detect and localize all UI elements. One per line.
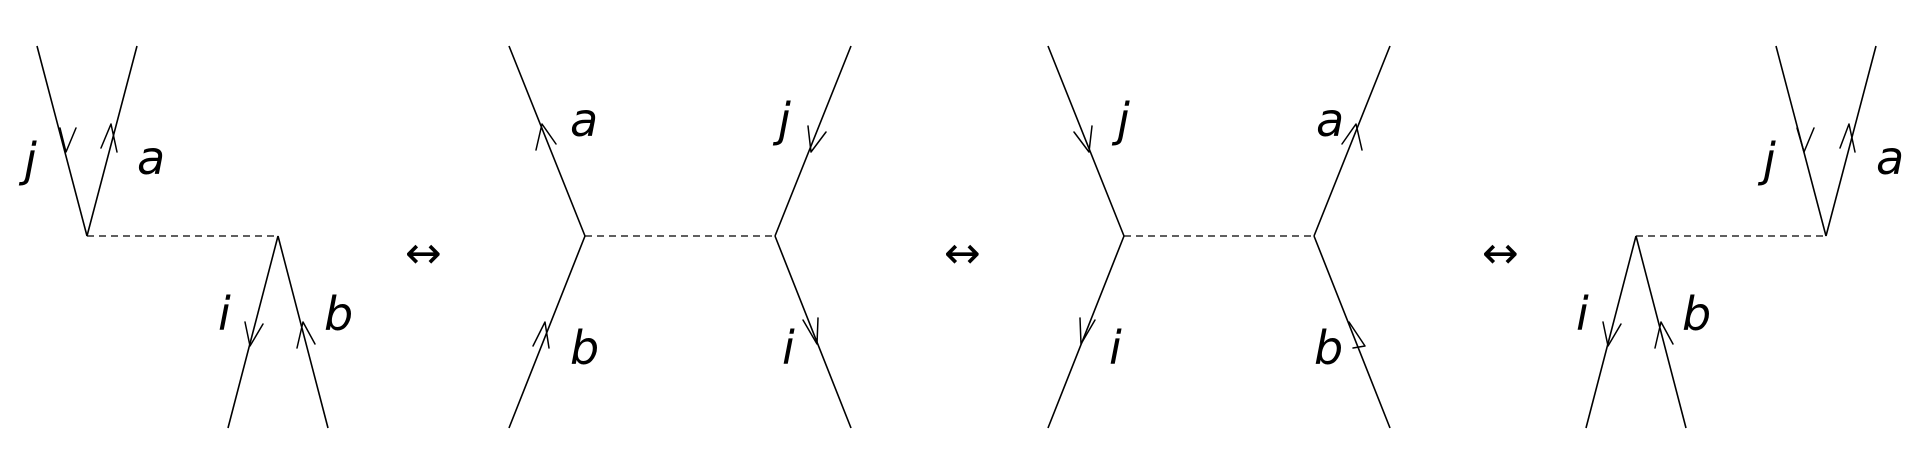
- d1-arrow-b: [296, 321, 316, 349]
- d2-arrow-a: [535, 123, 557, 151]
- d2-arrow-j: [807, 125, 827, 153]
- d4-line-i: [1585, 235, 1637, 429]
- d2-line-j: [774, 45, 852, 237]
- d3-arrow-a: [1341, 123, 1363, 151]
- d2-label-a: a: [570, 93, 598, 147]
- d3-label-b: b: [1314, 321, 1343, 375]
- d4-line-b: [1635, 235, 1687, 429]
- d2-arrow-b: [532, 321, 550, 349]
- d2-line-a: [508, 45, 586, 237]
- d3-label-i: i: [1109, 321, 1122, 375]
- equivalence-symbol-2: ↔: [944, 228, 981, 279]
- d3-label-a: a: [1316, 93, 1344, 147]
- equivalence-symbol-3: ↔: [1482, 228, 1519, 279]
- d3-line-a: [1313, 45, 1391, 237]
- d3-arrow-j: [1073, 125, 1093, 153]
- d1-arrow-a: [100, 123, 118, 153]
- d1-line-a: [86, 45, 138, 237]
- d2-label-b: b: [570, 321, 599, 375]
- d4-arrow-j: [1796, 127, 1815, 153]
- d4-label-a: a: [1876, 131, 1904, 185]
- d3-line-j: [1047, 45, 1125, 237]
- d2-label-j: j: [772, 93, 791, 147]
- d3-arrow-i: [1079, 317, 1096, 345]
- d3-label-j: j: [1111, 93, 1130, 147]
- d1-line-j: [36, 45, 88, 237]
- d1-arrow-i: [244, 321, 264, 347]
- d2-label-i: i: [782, 321, 795, 375]
- diagram-3: j a i b: [1047, 45, 1391, 429]
- d4-label-j: j: [1757, 133, 1776, 187]
- d4-arrow-a: [1839, 123, 1856, 153]
- d2-arrow-i: [802, 317, 819, 345]
- d1-arrow-j: [59, 127, 77, 153]
- equivalence-symbol-1: ↔: [405, 228, 442, 279]
- diagram-2: a j b i: [508, 45, 852, 429]
- d4-arrow-b: [1654, 321, 1674, 349]
- d3-line-i: [1047, 235, 1125, 429]
- d3-arrow-b: [1348, 321, 1366, 349]
- d2-line-i: [774, 235, 852, 429]
- d1-label-i: i: [218, 287, 231, 341]
- d1-label-b: b: [324, 287, 353, 341]
- diagram-1: j a i b: [18, 45, 353, 429]
- diagram-4: j a i b: [1576, 45, 1904, 429]
- d1-line-i: [227, 235, 279, 429]
- d1-label-j: j: [18, 133, 37, 187]
- d4-label-i: i: [1576, 287, 1589, 341]
- d1-line-b: [277, 235, 329, 429]
- d4-arrow-i: [1602, 321, 1622, 347]
- d3-line-b: [1313, 235, 1391, 429]
- d1-label-a: a: [137, 131, 165, 185]
- d4-line-a: [1825, 45, 1877, 237]
- d4-label-b: b: [1682, 287, 1711, 341]
